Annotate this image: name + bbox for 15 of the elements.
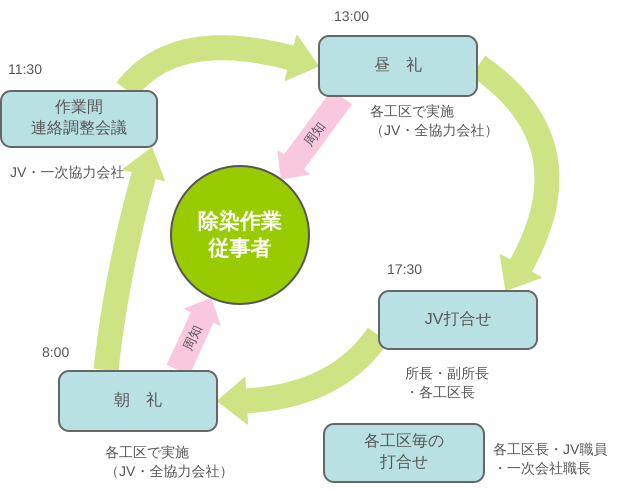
- note-text: 各工区長・JV職員・一次会社職長: [493, 440, 608, 478]
- note-text: JV・一次協力会社: [10, 163, 126, 182]
- time-label: 13:00: [334, 7, 370, 26]
- meeting-box: 朝 礼: [58, 370, 218, 432]
- meeting-box: 昼 礼: [318, 35, 478, 97]
- time-label: 17:30: [387, 260, 424, 279]
- note-text: 各工区で実施（JV・全協力会社）: [105, 443, 234, 481]
- note-text: 各工区で実施（JV・全協力会社）: [370, 102, 500, 140]
- center-circle: 除染作業従事者: [170, 165, 310, 305]
- meeting-box: JV打合せ: [378, 290, 538, 350]
- meeting-box: 作業間連絡調整会議: [0, 90, 158, 148]
- time-label: 11:30: [8, 60, 43, 79]
- time-label: 8:00: [42, 343, 70, 362]
- meeting-box: 各工区毎の打合せ: [323, 423, 485, 483]
- note-text: 所長・副所長・各工区長: [405, 364, 490, 402]
